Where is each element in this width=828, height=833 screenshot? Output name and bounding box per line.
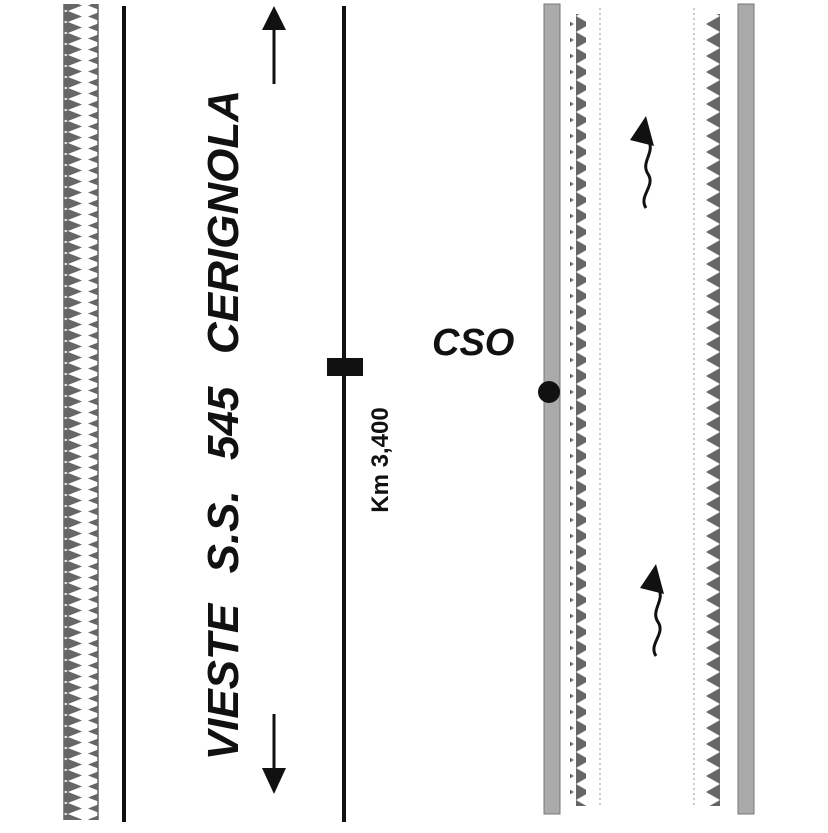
ditch-teeth-right (706, 14, 722, 806)
site-point-icon (538, 381, 560, 403)
barrier-strip-right (737, 3, 755, 815)
site-code-label: CSO (432, 322, 515, 364)
arrow-down-icon (262, 714, 286, 794)
ditch-teeth-left (570, 14, 586, 806)
destination-north-label: CERIGNOLA (199, 90, 248, 354)
left-verge-vegetation (63, 4, 99, 820)
road-name-label: S.S. 545 (199, 386, 248, 574)
wavy-arrow-up-icon-lower (640, 564, 664, 657)
wavy-arrow-up-icon (630, 116, 654, 209)
arrow-up-icon (262, 6, 286, 84)
barrier-strip-left (543, 3, 561, 815)
destination-south-label: VIESTE (199, 603, 248, 761)
km-marker-bar-icon (327, 358, 363, 376)
kilometer-marker-label: Km 3,400 (367, 407, 394, 513)
